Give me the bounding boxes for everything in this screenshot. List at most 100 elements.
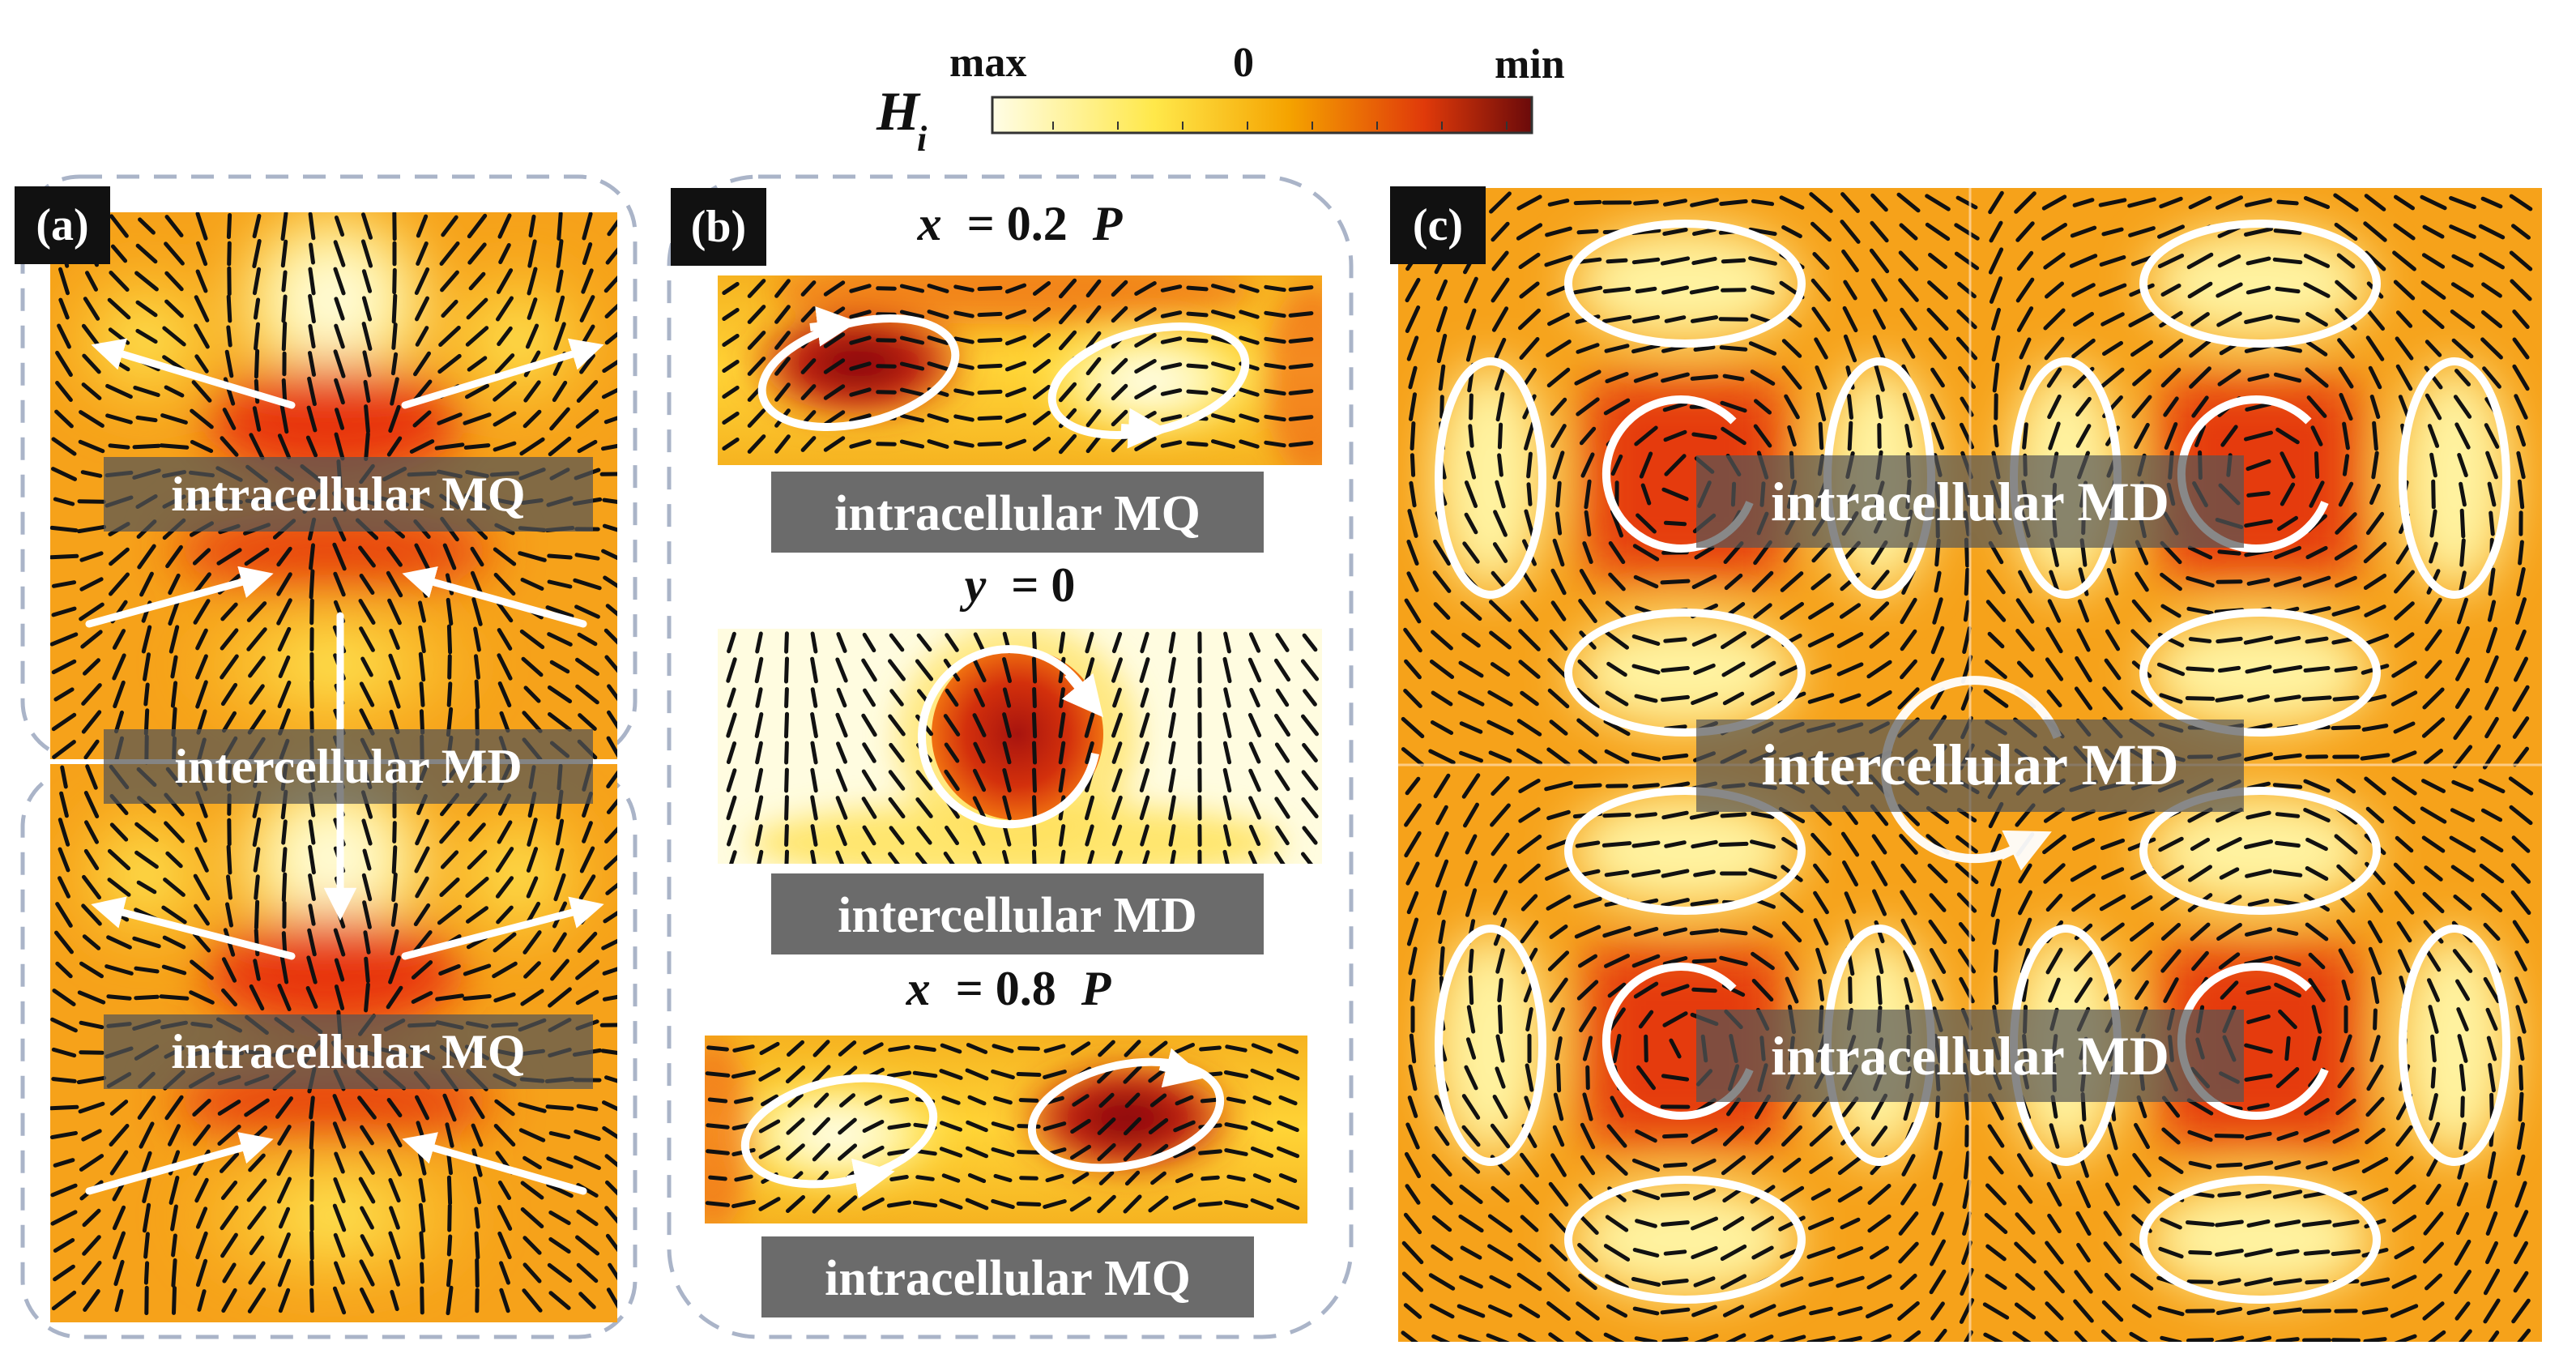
field-vector bbox=[1752, 925, 1773, 938]
field-vector bbox=[2303, 1129, 2331, 1143]
field-vector bbox=[1139, 768, 1150, 792]
field-vector bbox=[2275, 1249, 2300, 1257]
field-vector bbox=[2485, 451, 2498, 480]
field-vector bbox=[2363, 574, 2387, 590]
field-vector bbox=[2480, 337, 2503, 360]
field-vector bbox=[1692, 1188, 1717, 1201]
field-vector bbox=[1848, 976, 1853, 1004]
field-vector bbox=[1904, 424, 1913, 448]
field-vector bbox=[221, 957, 237, 983]
field-vector bbox=[754, 712, 764, 738]
field-vector bbox=[2275, 840, 2301, 848]
field-vector bbox=[493, 381, 517, 402]
field-vector bbox=[1866, 660, 1892, 679]
field-vector bbox=[2391, 776, 2417, 796]
field-vector bbox=[1807, 693, 1835, 704]
field-vector bbox=[2369, 395, 2381, 419]
field-vector bbox=[1867, 1184, 1891, 1205]
field-vector bbox=[973, 825, 986, 846]
field-vector bbox=[1874, 947, 1884, 975]
field-vector bbox=[520, 1181, 544, 1200]
field-vector bbox=[2394, 194, 2415, 211]
field-vector bbox=[899, 335, 925, 345]
field-vector bbox=[2513, 1270, 2529, 1293]
field-vector bbox=[604, 655, 617, 673]
field-vector bbox=[1633, 981, 1659, 999]
field-vector bbox=[2365, 806, 2385, 824]
field-vector bbox=[1751, 979, 1774, 1001]
field-vector bbox=[1434, 1125, 1450, 1147]
field-vector bbox=[391, 845, 398, 874]
field-vector bbox=[2278, 1009, 2297, 1030]
field-vector bbox=[107, 297, 131, 320]
field-vector bbox=[2272, 1189, 2303, 1199]
field-vector bbox=[1690, 315, 1719, 323]
field-vector bbox=[1807, 632, 1835, 648]
field-vector bbox=[1632, 783, 1660, 789]
field-vector bbox=[812, 1142, 831, 1162]
field-vector bbox=[305, 986, 318, 1009]
field-vector bbox=[1661, 666, 1690, 673]
field-vector bbox=[1872, 335, 1887, 362]
field-vector bbox=[1806, 1246, 1836, 1259]
field-vector bbox=[141, 1151, 152, 1175]
field-vector bbox=[1748, 867, 1777, 880]
field-vector bbox=[1111, 795, 1123, 821]
field-vector bbox=[1149, 1093, 1167, 1108]
field-vector bbox=[1043, 1121, 1067, 1131]
field-vector bbox=[1904, 977, 1913, 1003]
field-vector bbox=[334, 1151, 345, 1174]
field-vector bbox=[1661, 984, 1690, 997]
field-vector bbox=[1842, 860, 1858, 887]
panel-c-tag: (c) bbox=[1390, 186, 1486, 264]
field-vector bbox=[253, 847, 261, 873]
field-vector bbox=[1526, 482, 1533, 506]
field-vector bbox=[1955, 835, 1978, 854]
field-vector bbox=[1751, 631, 1775, 649]
field-vector bbox=[1250, 1198, 1274, 1211]
field-vector bbox=[1930, 626, 1945, 655]
field-vector bbox=[474, 679, 480, 710]
field-vector bbox=[2365, 511, 2385, 536]
field-vector bbox=[1809, 192, 1833, 213]
field-vector bbox=[1635, 1219, 1657, 1228]
field-vector bbox=[332, 1203, 347, 1232]
field-vector bbox=[2395, 835, 2414, 853]
field-vector bbox=[1873, 309, 1886, 330]
field-vector bbox=[252, 406, 262, 432]
field-vector bbox=[2391, 750, 2417, 763]
field-vector bbox=[1431, 630, 1453, 651]
field-vector bbox=[2455, 979, 2470, 1001]
field-vector bbox=[1264, 362, 1286, 370]
field-vector bbox=[2303, 666, 2331, 673]
field-vector bbox=[548, 1131, 571, 1139]
field-vector bbox=[1603, 1244, 1631, 1262]
field-vector bbox=[2480, 808, 2503, 822]
field-vector bbox=[364, 982, 370, 1013]
field-vector bbox=[309, 1148, 314, 1177]
cell-lobe bbox=[1572, 1183, 1798, 1296]
field-vector bbox=[1032, 385, 1051, 399]
field-vector bbox=[1634, 425, 1658, 446]
field-vector bbox=[1962, 626, 1972, 654]
field-vector bbox=[2247, 373, 2270, 382]
field-vector bbox=[1781, 365, 1802, 390]
field-vector bbox=[1085, 305, 1102, 324]
field-vector bbox=[57, 323, 71, 349]
field-vector bbox=[575, 1235, 599, 1256]
field-vector bbox=[835, 712, 848, 738]
field-vector bbox=[137, 1095, 156, 1120]
field-vector bbox=[50, 1183, 78, 1198]
field-vector bbox=[334, 958, 345, 982]
field-vector bbox=[1636, 513, 1657, 534]
field-vector bbox=[1718, 841, 1749, 848]
field-vector bbox=[1288, 285, 1314, 292]
field-vector bbox=[576, 1262, 599, 1283]
field-vector bbox=[1252, 1095, 1272, 1105]
field-vector bbox=[2132, 369, 2152, 386]
field-vector bbox=[1548, 1332, 1565, 1342]
field-vector bbox=[2070, 225, 2097, 238]
field-vector bbox=[2514, 394, 2528, 420]
field-vector bbox=[547, 685, 573, 703]
field-vector bbox=[437, 904, 463, 925]
